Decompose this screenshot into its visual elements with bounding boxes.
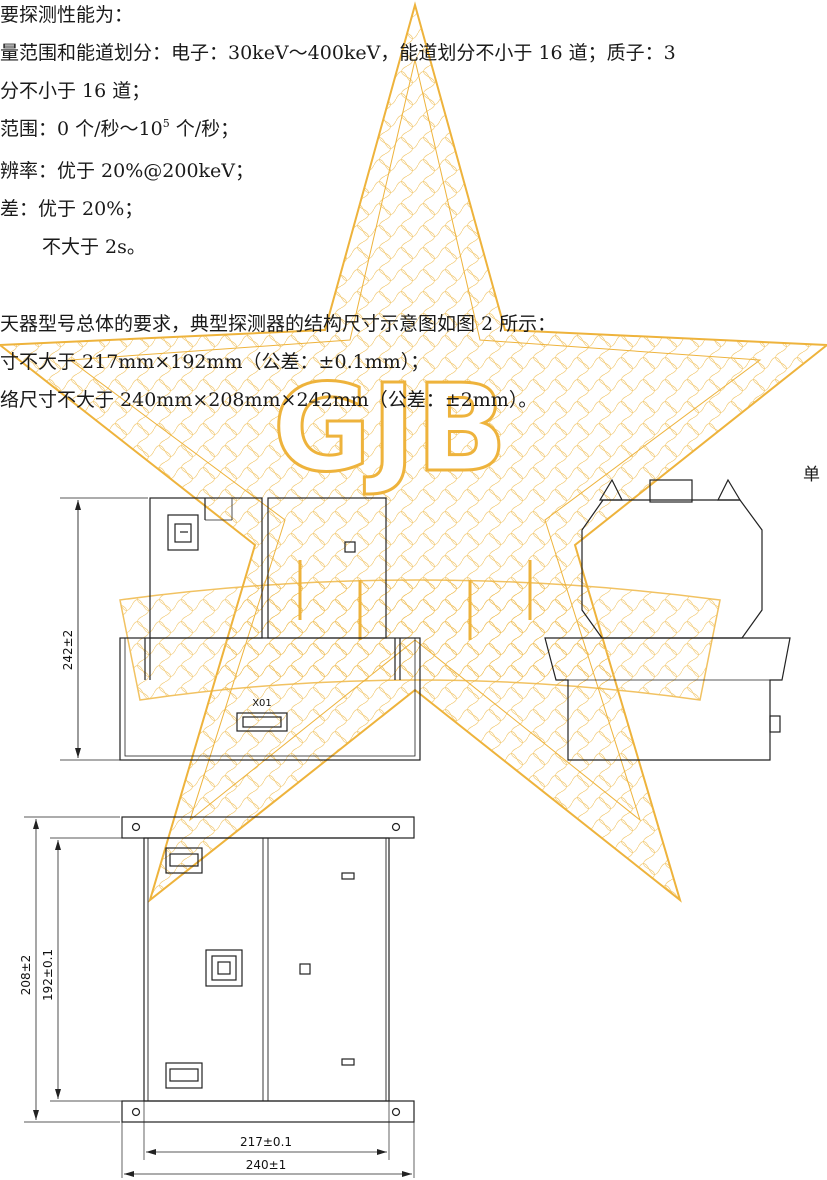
connector-label: X01: [252, 698, 272, 709]
top-view: 208±2 192±0.1 217±0.1 240±1: [19, 816, 415, 1178]
text-line-1: 要探测性能为：: [0, 4, 134, 26]
text-line-4: 范围：0 个/秒～105 个/秒；: [0, 118, 239, 140]
text-line-5: 辨率：优于 20%@200keV；: [0, 160, 255, 182]
text-line-7: 不大于 2s。: [42, 236, 146, 258]
watermark-gjb-text: GJB: [273, 360, 508, 499]
unit-fragment: 单: [803, 465, 820, 485]
text-line-3: 分不小于 16 道；: [0, 80, 151, 102]
depth-inner-dimension-label: 192±0.1: [41, 949, 55, 1001]
side-view: [544, 478, 791, 761]
width-dimension-label: 240±1: [246, 1158, 287, 1172]
text-line-6: 差：优于 20%；: [0, 198, 144, 220]
text-line-9: 寸不大于 217mm×192mm（公差：±0.1mm）；: [0, 351, 430, 373]
text-line-10: 络尺寸不大于 240mm×208mm×242mm（公差：±2mm）。: [0, 389, 538, 411]
text-line-8: 天器型号总体的要求，典型探测器的结构尺寸示意图如图 2 所示：: [0, 313, 557, 335]
text-line-4-b: 个/秒；: [169, 118, 240, 140]
exponent: 5: [162, 117, 170, 130]
front-view: 242±2 X01: [60, 497, 421, 761]
text-line-4-a: 范围：0 个/秒～10: [0, 118, 163, 140]
height-dimension-label: 242±2: [61, 630, 75, 671]
text-line-2: 量范围和能道划分：电子：30keV～400keV，能道划分不小于 16 道；质子…: [0, 42, 676, 64]
width-inner-dimension-label: 217±0.1: [240, 1135, 292, 1149]
depth-dimension-label: 208±2: [19, 955, 33, 996]
